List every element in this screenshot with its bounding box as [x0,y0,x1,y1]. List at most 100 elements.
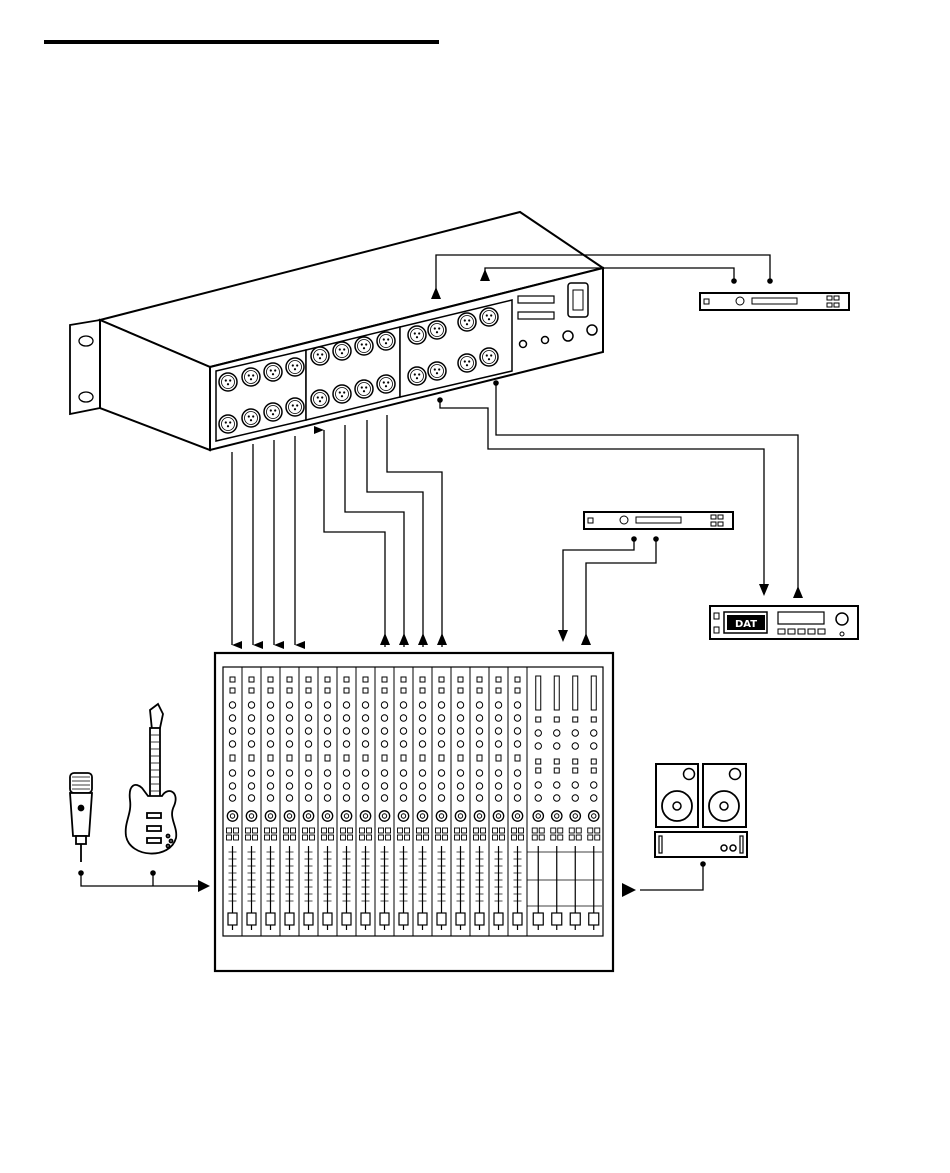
bus-button [539,828,544,833]
channel-knob [476,795,482,801]
xlr-pin [387,381,389,383]
bus-button [576,828,581,833]
xlr-pin [317,353,319,355]
pan-knob-center [420,814,424,818]
xlr-pin [414,373,416,375]
xlr-pin [317,396,319,398]
channel-knob [267,795,273,801]
channel-knob [286,783,292,789]
xlr-pin [274,369,276,371]
xlr-jack-inner [267,406,280,419]
computer-port-b [518,312,554,319]
channel-switch [325,677,330,682]
assign-button [291,828,296,833]
xlr-pin [339,391,341,393]
xlr-pin [488,318,490,320]
xlr-pin [225,379,227,381]
xlr-pin [383,338,385,340]
xlr-pin [274,409,276,411]
assign-button [348,835,353,840]
channel-knob [438,715,444,721]
channel-knob [305,770,311,776]
assign-button [512,835,517,840]
processor-to-mixer-a [563,539,634,638]
assign-button [360,828,365,833]
assign-button [436,835,441,840]
computer-port-a [518,296,554,303]
bus-button [588,828,593,833]
assign-button [284,828,289,833]
xlr-pin [464,360,466,362]
bus-knob-center [592,814,596,818]
xlr-pin [436,372,438,374]
fader-cap [494,913,503,925]
channel-knob [362,702,368,708]
channel-knob [514,783,520,789]
sync-jack-b [587,325,597,335]
pan-knob-center [230,814,234,818]
assign-button [272,828,277,833]
assign-button [341,835,346,840]
channel-knob [476,702,482,708]
xlr-pin [252,374,254,376]
channel-knob [305,702,311,708]
assign-button [322,828,327,833]
channel-knob [495,715,501,721]
xlr-jack-inner [411,329,424,342]
bus-button [595,828,600,833]
channel-knob [514,715,520,721]
bus-switch [536,759,541,764]
pan-knob-center [344,814,348,818]
assign-button [417,828,422,833]
sources-to-mixer [81,873,198,886]
channel-switch [496,677,501,682]
pan-knob-center [496,814,500,818]
channel-knob [267,783,273,789]
xlr-jack-inner [289,361,302,374]
channel-knob [419,702,425,708]
xlr-pin [365,343,367,345]
mode-switch [542,337,549,344]
channel-knob [343,715,349,721]
bus-meter [591,676,596,710]
channel-knob [438,741,444,747]
channel-knob [267,702,273,708]
xlr-pin [292,364,294,366]
channel-knob [457,715,463,721]
bus-knob [591,730,597,736]
xlr-jack-inner [358,383,371,396]
channel-knob [324,715,330,721]
channel-knob [248,715,254,721]
pan-knob-center [249,814,253,818]
xlr-pin [343,391,345,393]
channel-knob [381,770,387,776]
bus-switch [573,717,578,722]
channel-knob [514,795,520,801]
power-amplifier-icon [655,832,747,857]
channel-switch [515,688,520,693]
assign-button [291,835,296,840]
xlr-pin [414,332,416,334]
bus-knob-center [536,814,540,818]
channel-knob [286,702,292,708]
bus-knob [591,795,597,801]
channel-knob [438,728,444,734]
channel-knob [400,795,406,801]
channel-switch [268,688,273,693]
channel-knob [457,770,463,776]
channel-switch [382,677,387,682]
assign-button [417,835,422,840]
assign-button [455,828,460,833]
dat-label: DAT [735,619,757,630]
fader-cap [513,913,522,925]
channel-knob [514,728,520,734]
fader-cap [323,913,332,925]
xlr-jack-inner [461,357,474,370]
pan-knob-center [325,814,329,818]
xlr-pin [250,419,252,421]
channel-knob [324,770,330,776]
channel-knob [286,795,292,801]
assign-button [462,835,467,840]
bus-switch [591,717,596,722]
